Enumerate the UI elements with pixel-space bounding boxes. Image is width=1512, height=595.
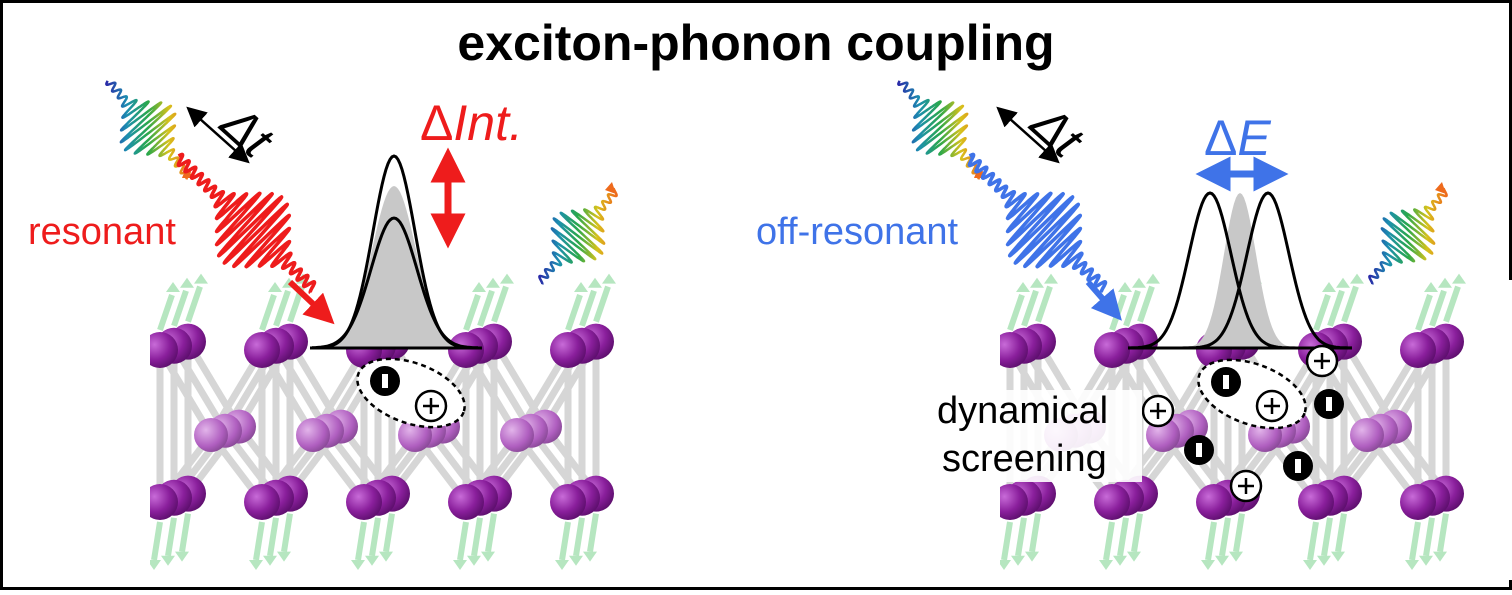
outgoing-probe-left-icon xyxy=(538,182,618,286)
screening-label-line1: dynamical xyxy=(937,390,1108,432)
screening-charges xyxy=(1141,344,1344,503)
pump-arrow-right-icon xyxy=(1085,280,1122,321)
outgoing-probe-right-icon xyxy=(1368,182,1448,286)
minus-charge-icon xyxy=(370,366,400,396)
plus-charge-icon xyxy=(1141,394,1175,428)
minus-charge-icon xyxy=(1184,435,1214,465)
minus-charge-icon xyxy=(1283,451,1313,481)
exciton-spectrum-left xyxy=(310,154,482,350)
pump-arrow-left-icon xyxy=(287,279,335,325)
pump-wave-packet-resonant-icon xyxy=(176,152,317,295)
delay-label-left: Δt xyxy=(210,94,285,169)
pump-wave-packet-off-resonant-icon xyxy=(967,152,1108,295)
pump-label-resonant: resonant xyxy=(28,211,176,253)
effect-label-left: ΔInt. xyxy=(420,95,523,151)
delay-label-right: Δt xyxy=(1020,94,1095,169)
delay-arrow-left-icon xyxy=(186,106,250,164)
exciton-right xyxy=(1197,358,1307,430)
crystal-lattice-right xyxy=(950,273,1512,580)
effect-label-right: ΔE xyxy=(1204,110,1271,166)
plus-charge-icon xyxy=(1305,344,1339,378)
exciton-left xyxy=(356,357,466,429)
figure-title: exciton-phonon coupling xyxy=(457,15,1054,71)
plus-charge-icon xyxy=(1255,389,1289,423)
crystal-lattice-left xyxy=(100,273,688,580)
pump-label-off-resonant: off-resonant xyxy=(756,211,959,253)
minus-charge-icon xyxy=(1314,389,1344,419)
minus-charge-icon xyxy=(1211,367,1241,397)
plus-charge-icon xyxy=(1229,469,1263,503)
plus-charge-icon xyxy=(414,389,448,423)
delay-arrow-right-icon xyxy=(996,106,1060,164)
screening-label-line2: screening xyxy=(942,438,1107,480)
